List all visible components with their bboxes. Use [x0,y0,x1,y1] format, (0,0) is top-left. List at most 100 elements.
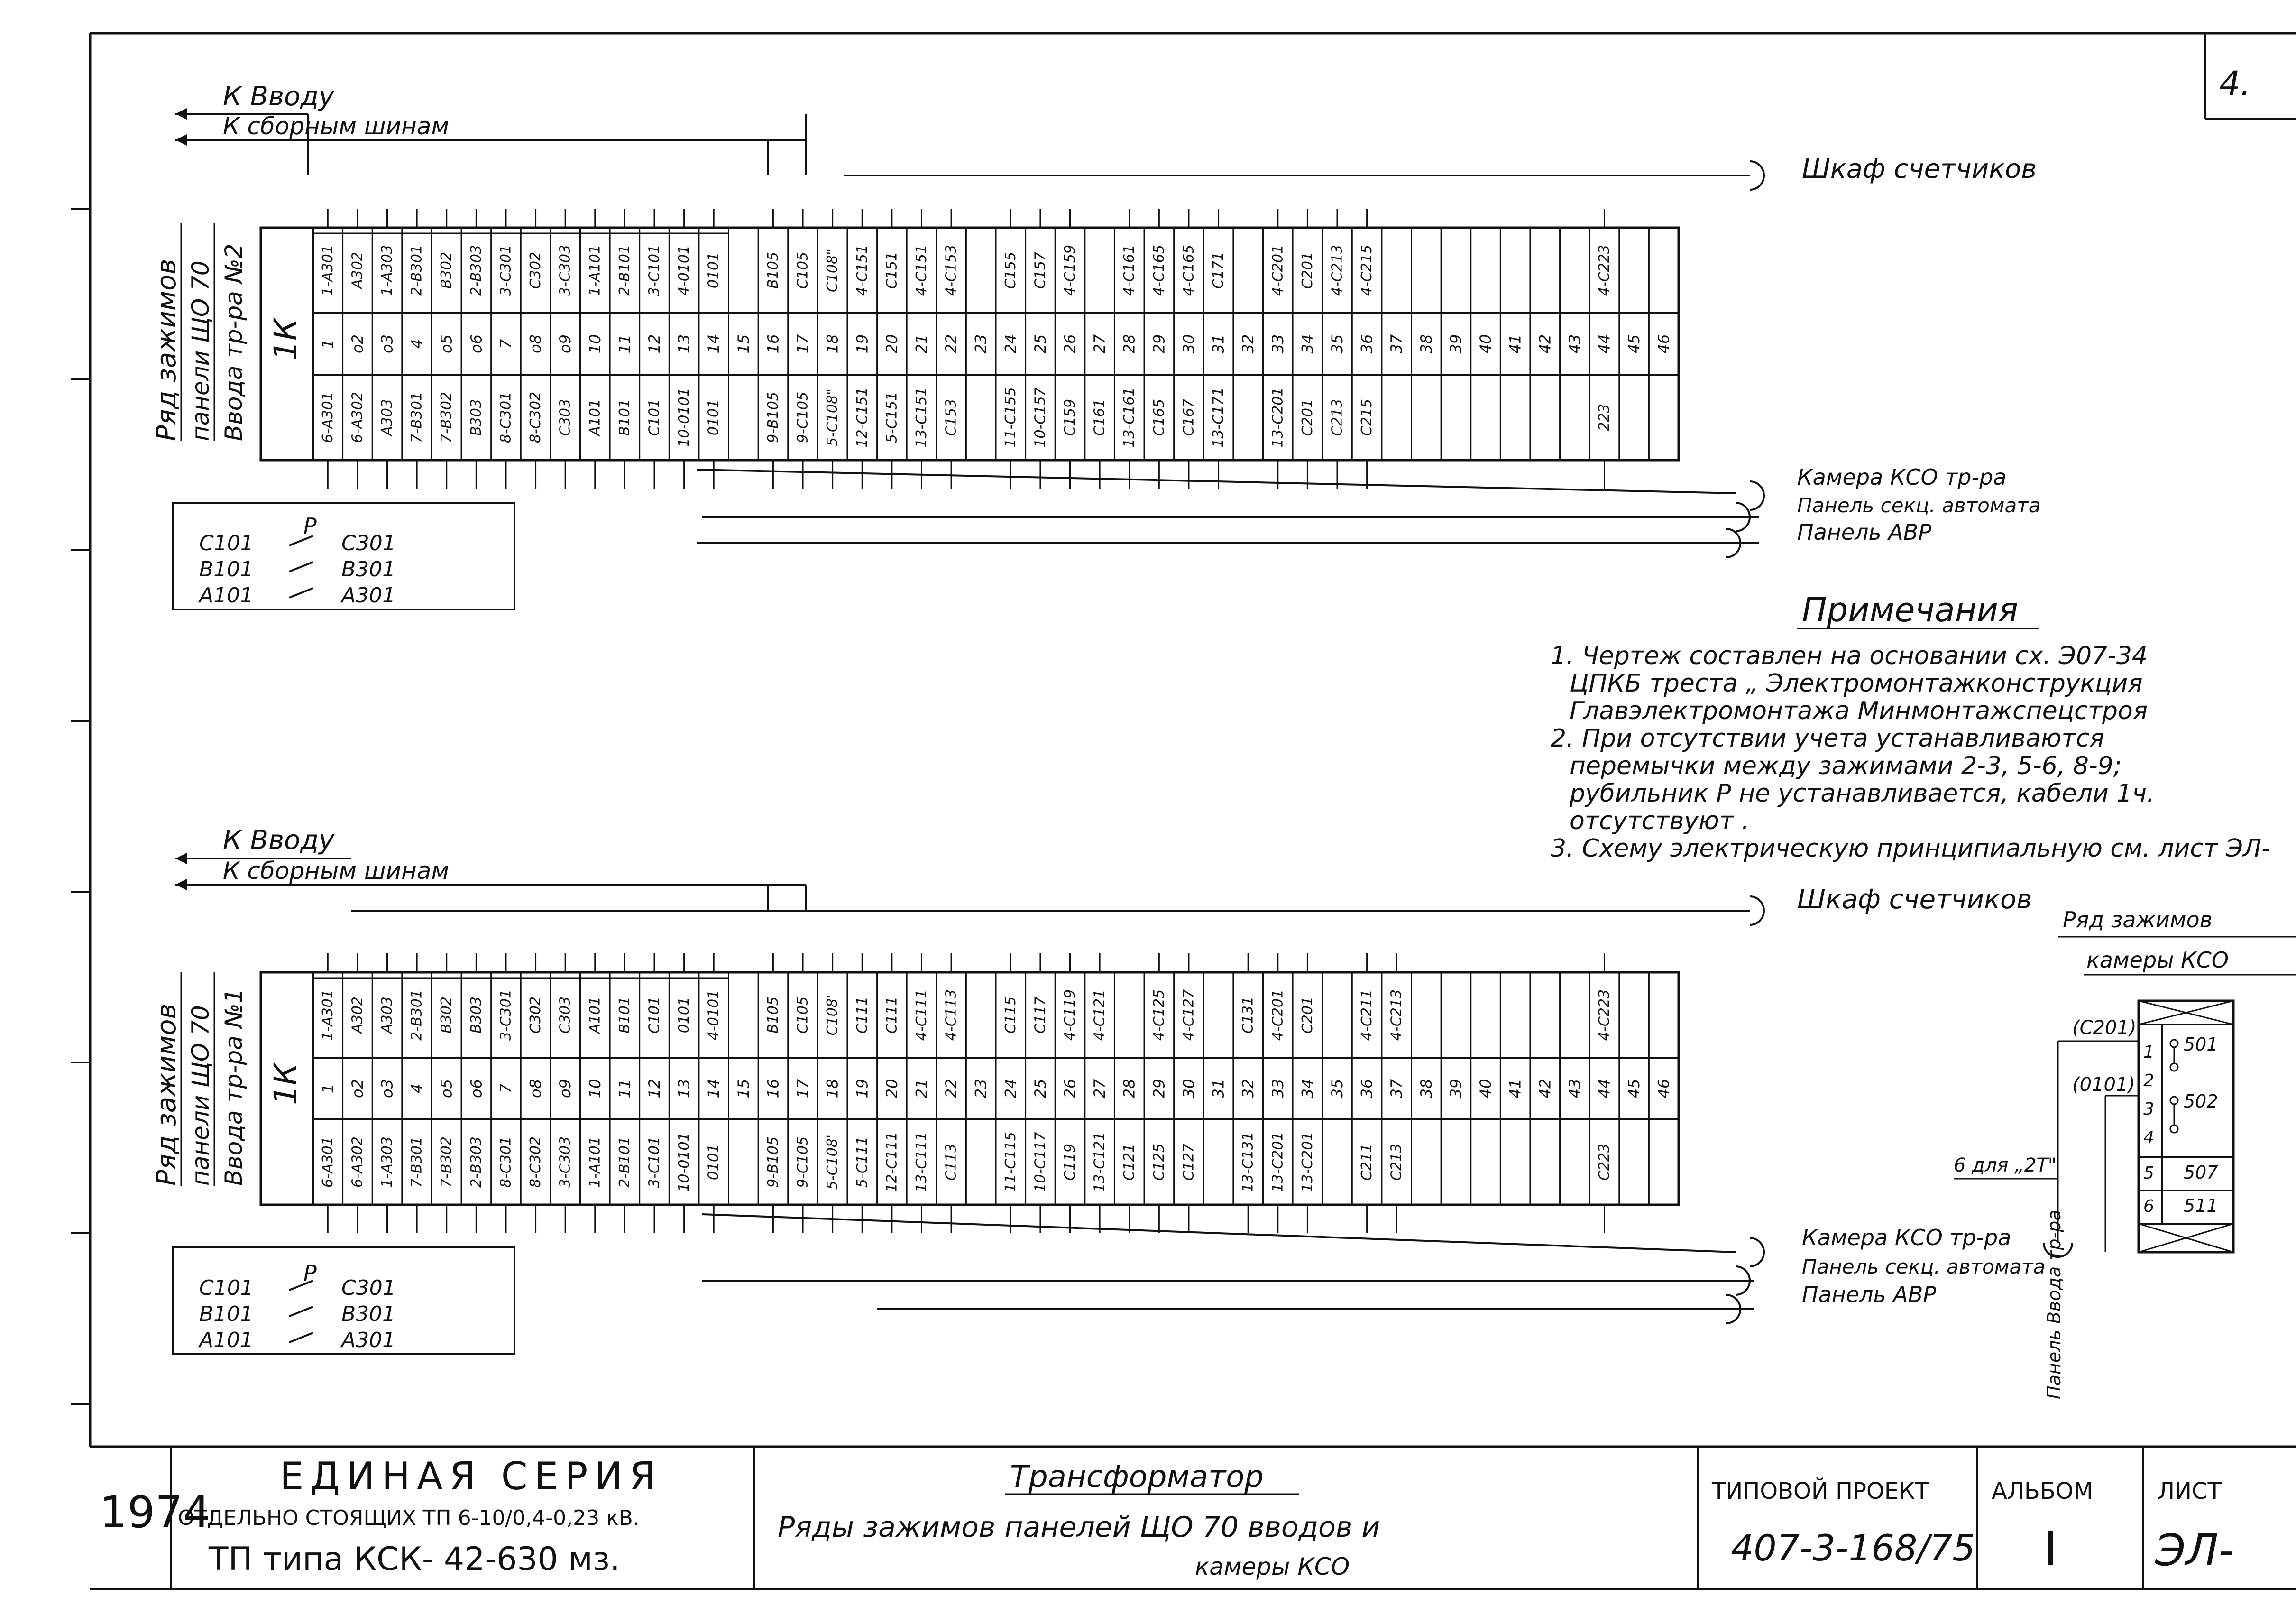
note-line-3: Главэлектромонтажа Минмонтажспецстроя [1570,697,2148,725]
lower-terminal-bot-30: С127 [1180,1144,1197,1181]
lower-terminal-bot-33: 13-С201 [1269,1132,1286,1192]
upper-terminal-mid-19: 19 [853,334,871,354]
upper-arrow-k-shinam: К сборным шинам [223,112,449,140]
sheet-value: ЭЛ- [2155,1525,2234,1576]
title-year: 1974 [100,1487,211,1538]
note-line-8: 3. Схему электрическую принципиальную см… [1551,834,2270,863]
lower-terminal-top-24: С115 [1002,997,1019,1034]
lower-terminal-bot-27: 13-С121 [1092,1132,1108,1192]
upper-terminal-mid-34: 34 [1298,334,1316,354]
lower-terminal-bot-26: С119 [1062,1144,1078,1181]
lower-terminal-top-6: В303 [468,997,485,1034]
kso-num-3: 3 [2143,1099,2154,1119]
upper-switch-left-3: А101 [198,583,253,608]
lower-terminal-top-12: С101 [646,997,663,1034]
upper-terminal-mid-40: 40 [1477,334,1495,354]
lower-terminal-bot-5: 7-В302 [438,1136,455,1188]
upper-terminal-bot-2: 6-А302 [349,392,366,443]
lower-terminal-mid-5: о5 [438,1079,456,1098]
lower-terminal-top-26: 4-С119 [1062,989,1078,1041]
lower-terminal-bot-28: С121 [1121,1144,1138,1181]
lower-terminal-mid-18: 18 [824,1079,842,1099]
lower-terminal-mid-40: 40 [1477,1079,1495,1099]
lower-terminal-top-1: 1-А301 [320,989,336,1041]
upper-terminal-bot-33: 13-С201 [1269,387,1286,447]
lower-terminal-bot-1: 6-А301 [320,1136,336,1188]
lower-terminal-bot-25: 10-С117 [1032,1132,1048,1192]
kso-val-511: 511 [2184,1195,2218,1216]
upper-terminal-top-8: С302 [527,252,544,289]
upper-terminal-bot-1: 6-А301 [320,392,336,443]
upper-terminal-mid-3: о3 [378,334,396,353]
note-line-7: отсутствуют . [1570,807,1749,835]
upper-terminal-mid-10: 10 [586,334,604,354]
upper-terminal-bot-28: 13-С161 [1121,387,1138,447]
kso-val-502: 502 [2184,1091,2218,1112]
kso-val-507: 507 [2184,1162,2218,1183]
lower-terminal-mid-12: 12 [645,1079,663,1099]
lower-terminal-mid-37: 37 [1387,1079,1405,1098]
lower-terminal-top-21: 4-С111 [913,989,930,1041]
upper-terminal-top-22: 4-С153 [943,245,960,296]
lower-terminal-top-13: 0101 [676,997,692,1033]
lower-terminal-top-11: В101 [616,997,633,1034]
lower-terminal-mid-31: 31 [1210,1079,1228,1099]
lower-terminal-top-30: 4-С127 [1180,989,1197,1041]
lower-terminal-mid-39: 39 [1447,1079,1465,1099]
lower-terminal-mid-32: 32 [1239,1079,1257,1099]
upper-terminal-mid-26: 26 [1061,334,1079,354]
kso-num-6: 6 [2143,1197,2154,1216]
lower-terminal-mid-29: 29 [1150,1079,1168,1099]
upper-terminal-top-28: 4-С161 [1121,245,1138,296]
lower-terminal-mid-24: 24 [1001,1079,1019,1099]
upper-terminal-bot-14: 0101 [706,399,722,435]
upper-switch-label: Р [303,513,317,539]
upper-terminal-mid-25: 25 [1031,334,1049,354]
sheet-corner-number: 4. [2219,64,2251,103]
lower-terminal-bot-17: 9-С105 [795,1136,811,1188]
lower-terminal-bot-13: 10-0101 [676,1132,692,1191]
lower-terminal-mid-45: 45 [1625,1079,1643,1099]
upper-terminal-bot-6: В303 [468,399,485,436]
lower-terminal-top-14: 4-0101 [706,990,722,1040]
upper-terminal-mid-29: 29 [1150,334,1168,354]
upper-terminal-mid-13: 13 [675,334,693,354]
upper-terminal-bot-17: 9-С105 [795,392,811,443]
lower-terminal-bot-18: 5-С108' [824,1135,841,1190]
upper-terminal-top-31: С171 [1210,252,1227,289]
upper-terminal-mid-43: 43 [1566,334,1584,354]
lower-arrow-sekc: Панель секц. автомата [1802,1255,2045,1278]
upper-terminal-top-4: 2-В301 [409,245,425,296]
title-block: 1974 ЕДИНАЯ СЕРИЯ ОТДЕЛЬНО СТОЯЩИХ ТП 6-… [100,1447,2234,1589]
lower-terminal-mid-11: 11 [615,1079,634,1099]
upper-terminal-top-10: 1-А101 [587,245,603,296]
upper-terminal-top-5: В302 [438,252,455,289]
lower-terminal-mid-26: 26 [1061,1079,1079,1099]
lower-terminal-bot-20: 12-С111 [883,1132,900,1192]
upper-terminal-top-3: 1-А303 [379,245,395,296]
lower-block-id: 1К [267,1062,304,1105]
drawing-subtitle-1: Ряды зажимов панелей ЩО 70 вводов и [778,1511,1380,1544]
upper-terminal-bot-18: 5-С108" [824,388,841,446]
upper-terminal-top-33: 4-С201 [1269,245,1286,296]
lower-side-label-1: Ряд зажимов [151,1004,182,1186]
lower-terminal-top-4: 2-В301 [409,989,425,1041]
lower-terminal-mid-16: 16 [764,1079,782,1099]
kso-terminal-block: Ряд зажимов камеры КСО 1 2 3 4 5 6 501 5… [1954,907,2296,1399]
lower-terminal-bot-3: 1-А303 [379,1136,395,1188]
lower-terminal-bot-4: 7-В301 [409,1136,425,1188]
lower-side-label-2: панели ЩО 70 [187,1005,214,1186]
upper-terminal-bot-10: А101 [587,399,603,437]
upper-terminal-mid-12: 12 [645,334,663,354]
upper-terminal-mid-27: 27 [1091,334,1109,353]
upper-terminal-mid-18: 18 [824,334,842,354]
lower-terminal-mid-43: 43 [1566,1079,1584,1099]
upper-terminal-mid-24: 24 [1001,334,1019,354]
kso-title-1: Ряд зажимов [2063,907,2213,932]
upper-terminal-top-12: 3-С101 [646,245,663,296]
upper-arrow-shkaf: Шкаф счетчиков [1802,154,2037,185]
upper-terminal-top-17: С105 [795,252,811,289]
lower-terminal-bot-34: 13-С201 [1299,1132,1316,1192]
lower-terminal-mid-27: 27 [1091,1079,1109,1098]
lower-terminal-top-3: А303 [379,997,395,1034]
